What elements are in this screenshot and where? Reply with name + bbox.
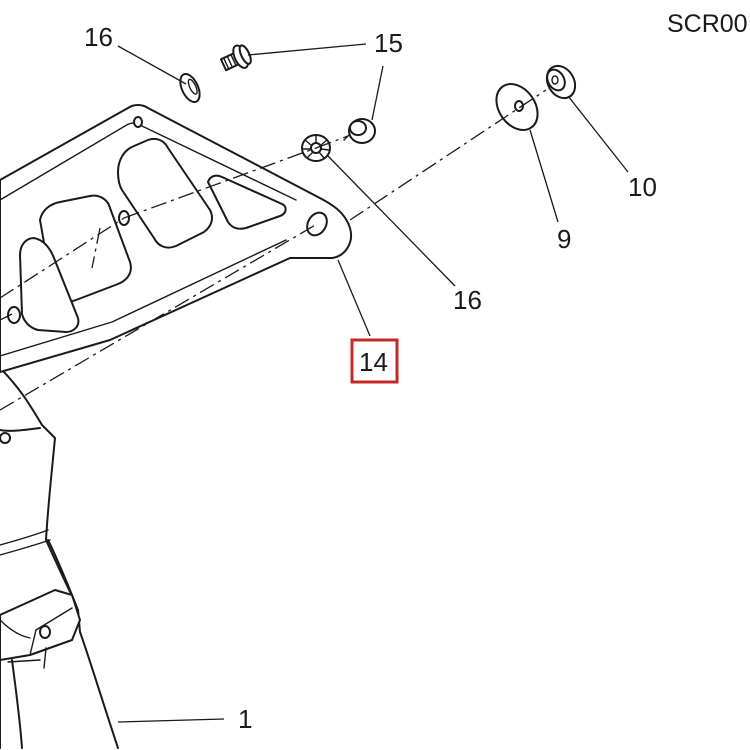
callout-9: 9	[557, 224, 571, 254]
axis-line-upper	[0, 135, 349, 299]
leader-1	[117, 718, 225, 723]
nut-10-part	[545, 64, 577, 100]
leader-16-top	[117, 45, 187, 85]
callout-1: 1	[238, 704, 252, 734]
leader-16-mid	[327, 155, 456, 287]
main-body-part	[0, 367, 119, 749]
axis-line-mid	[349, 89, 547, 221]
bracket-part	[0, 104, 352, 373]
leader-10	[567, 95, 629, 173]
washer-top-part	[179, 72, 201, 104]
callout-16-top: 16	[84, 22, 113, 52]
screw-top-part	[219, 44, 252, 72]
leader-9	[529, 129, 559, 223]
callout-16-mid: 16	[453, 285, 482, 315]
highlight-box	[350, 338, 399, 384]
drawing-code: SCR00	[667, 10, 748, 38]
screw-mid-part	[343, 118, 376, 144]
leader-14	[337, 259, 371, 337]
washer-9-part	[495, 83, 539, 131]
callout-15: 15	[374, 28, 403, 58]
axis-line-left	[0, 227, 101, 321]
axis-line-lower	[0, 223, 318, 411]
callout-14: 14	[359, 347, 388, 377]
callout-10: 10	[628, 172, 657, 202]
leader-15-top	[247, 43, 367, 56]
leader-15-mid	[371, 65, 384, 121]
